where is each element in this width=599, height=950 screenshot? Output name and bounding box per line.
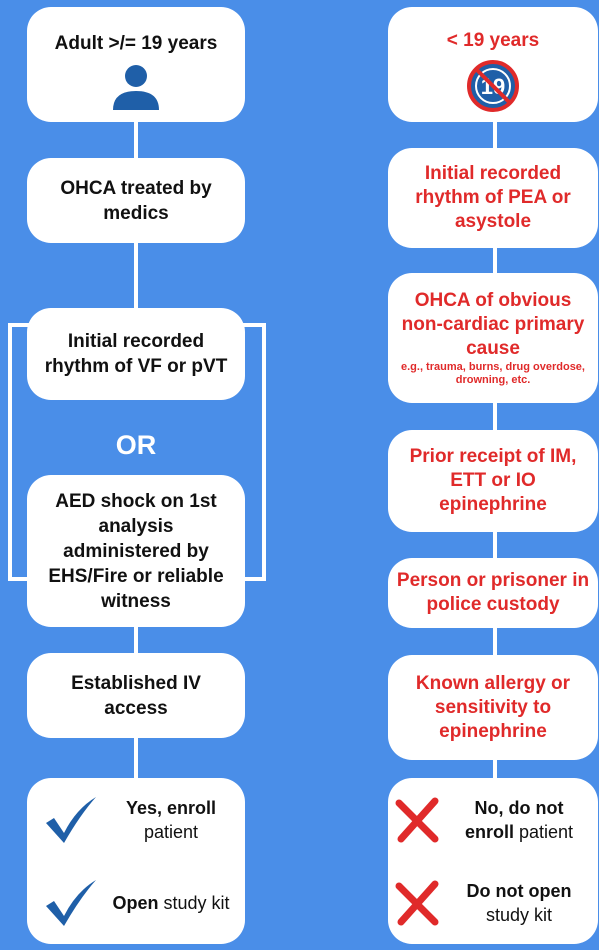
epi-box: Prior receipt of IM, ETT or IO epinephri… <box>388 430 598 532</box>
yes-enroll-rest: patient <box>143 821 199 842</box>
adult-box: Adult >/= 19 years <box>27 7 245 122</box>
open-kit-bold: Open <box>112 892 159 913</box>
bracket-right-top <box>242 323 266 327</box>
allergy-label: Known allergy or sensitivity to epinephr… <box>415 672 571 742</box>
or-label: OR <box>115 430 157 460</box>
no-enroll-box: No, do not enroll patient Do not open stud… <box>388 778 598 944</box>
no-enroll-rest: patient <box>518 821 574 842</box>
open-kit-row: Open study kit <box>35 878 237 928</box>
bracket-left-bottom <box>8 577 32 581</box>
epi-label: Prior receipt of IM, ETT or IO epinephri… <box>409 446 577 515</box>
connector-line <box>134 240 138 310</box>
custody-label: Person or prisoner in police custody <box>396 570 590 615</box>
ohca-label: OHCA treated by medics <box>60 177 212 224</box>
bracket-right <box>262 323 266 581</box>
pea-box: Initial recorded rhythm of PEA or asysto… <box>388 148 598 248</box>
person-icon <box>113 65 159 110</box>
noncardiac-label: OHCA of obvious non-cardiac primary caus… <box>401 290 585 359</box>
dont-open-rest: study kit <box>485 904 553 925</box>
adult-label: Adult >/= 19 years <box>54 33 218 54</box>
x-mark-icon <box>395 880 439 925</box>
connector-line <box>134 625 138 655</box>
iv-label: Established IV access <box>71 672 201 719</box>
yes-enroll-row: Yes, enroll patient <box>35 795 237 845</box>
noncardiac-box: OHCA of obvious non-cardiac primary caus… <box>388 273 598 403</box>
no-enroll-bold-2: enroll <box>464 821 514 842</box>
aed-label: AED shock on 1st analysis administered b… <box>48 490 224 612</box>
pea-label: Initial recorded rhythm of PEA or asysto… <box>415 163 571 232</box>
iv-box: Established IV access <box>27 653 245 738</box>
checkmark-icon <box>46 879 96 926</box>
yes-enroll-bold: Yes, enroll <box>125 797 217 818</box>
allergy-box: Known allergy or sensitivity to epinephr… <box>388 655 598 760</box>
bracket-left <box>8 323 12 581</box>
x-mark-icon <box>395 797 439 842</box>
ohca-box: OHCA treated by medics <box>27 158 245 243</box>
bracket-left-top <box>8 323 32 327</box>
custody-box: Person or prisoner in police custody <box>388 558 598 628</box>
bracket-right-bottom <box>242 577 266 581</box>
connector-line <box>134 735 138 780</box>
under19-label: < 19 years <box>446 30 540 51</box>
rhythm-vf-box: Initial recorded rhythm of VF or pVT <box>27 308 245 400</box>
checkmark-icon <box>46 796 96 843</box>
no-enroll-row: No, do not enroll patient <box>392 796 594 844</box>
rhythm-vf-label: Initial recorded rhythm of VF or pVT <box>44 331 228 377</box>
enroll-box: Yes, enroll patient Open study kit <box>27 778 245 944</box>
no-19-badge-icon: 19 <box>467 60 519 112</box>
dont-open-bold: Do not open <box>466 880 572 901</box>
under19-box: < 19 years 19 <box>388 7 598 122</box>
no-enroll-bold-1: No, do not <box>474 797 564 818</box>
open-kit-rest: study kit <box>163 892 230 913</box>
aed-box: AED shock on 1st analysis administered b… <box>27 475 245 627</box>
connector-line <box>134 120 138 160</box>
dont-open-row: Do not open study kit <box>392 879 594 927</box>
noncardiac-examples: e.g., trauma, burns, drug overdose, drow… <box>401 361 585 386</box>
